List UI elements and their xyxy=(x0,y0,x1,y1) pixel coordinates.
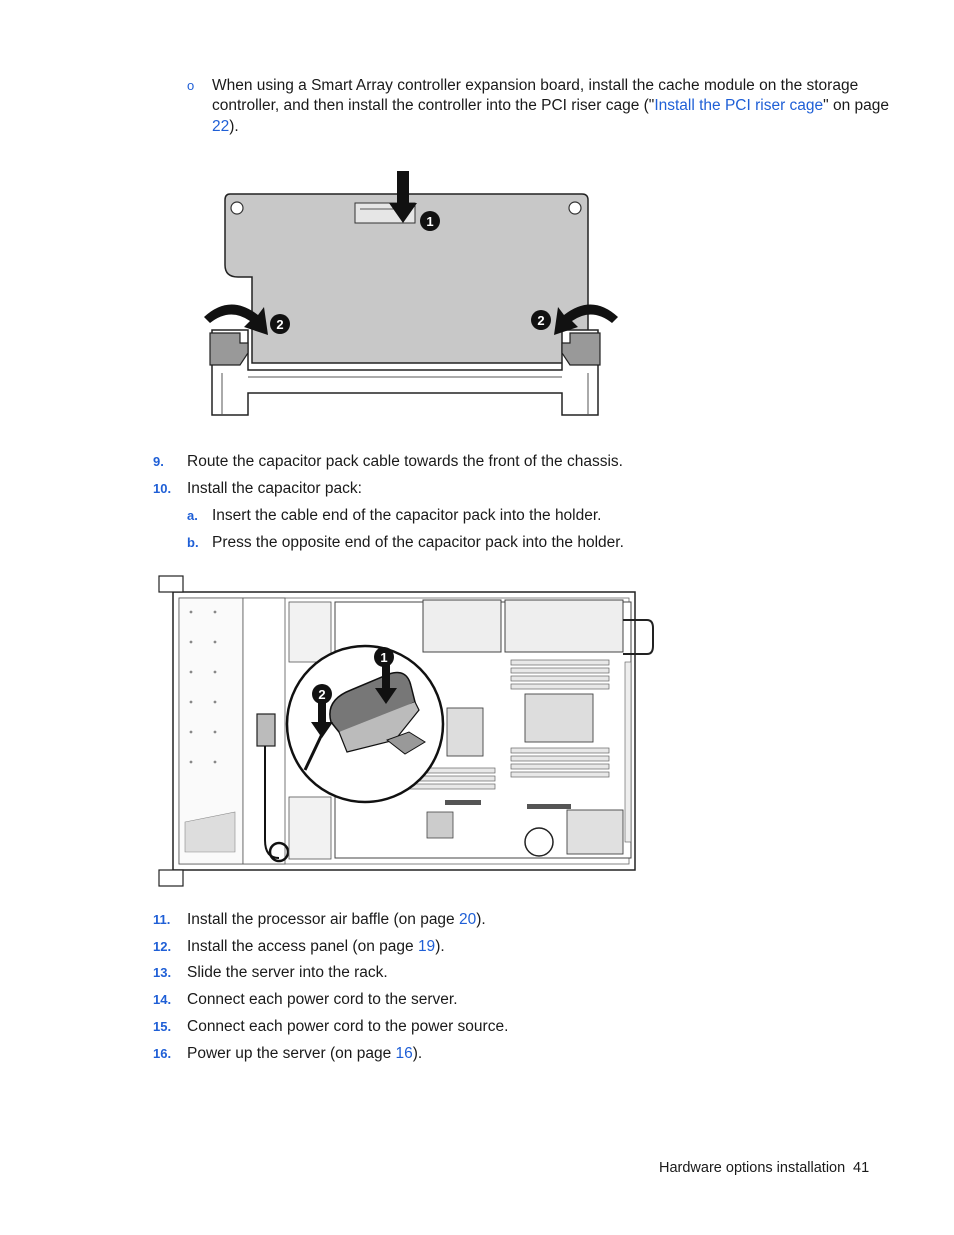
callout-2-icon xyxy=(531,310,551,330)
intro-line-2-text: controller, and then install the control… xyxy=(212,97,655,114)
step-number: 12. xyxy=(153,939,172,954)
step-text-after: ). xyxy=(476,911,486,928)
riser-cage-frame xyxy=(211,329,599,416)
callout-2-icon xyxy=(270,314,290,334)
substep-letter: a. xyxy=(187,508,198,523)
rotate-arrow-right-icon xyxy=(554,304,618,335)
step-text: Slide the server into the rack. xyxy=(187,964,388,981)
step-number: 11. xyxy=(153,912,171,927)
figure-capacitor-pack-install: 1 2 xyxy=(158,575,654,887)
step-text: Install the capacitor pack: xyxy=(187,480,362,497)
step-number: 15. xyxy=(153,1019,172,1034)
callout-2-label: 2 xyxy=(276,317,283,332)
callout-1-label: 1 xyxy=(380,650,387,665)
processor-socket xyxy=(446,707,484,757)
down-arrow-icon xyxy=(375,660,397,704)
mount-hole xyxy=(568,201,582,215)
link-install-pci-riser-cage[interactable]: Install the PCI riser cage xyxy=(654,97,824,114)
intro-line-2: controller, and then install the control… xyxy=(212,96,889,116)
step-text-after: ). xyxy=(435,938,445,955)
step-text-after: ). xyxy=(412,1045,423,1062)
callout-1-label: 1 xyxy=(426,214,433,229)
substep-text: Press the opposite end of the capacitor … xyxy=(212,534,624,551)
link-page-22[interactable]: 22 xyxy=(212,118,230,135)
down-arrow-icon xyxy=(311,694,333,738)
link-page-20[interactable]: 20 xyxy=(458,911,477,928)
rack-ear xyxy=(158,575,184,593)
latch-left xyxy=(209,332,249,366)
step-number: 10. xyxy=(153,481,172,496)
footer-page-number: 41 xyxy=(853,1160,870,1176)
rack-ear xyxy=(158,869,184,887)
power-supply xyxy=(504,599,624,653)
latch-right xyxy=(561,332,601,366)
step-text: Connect each power cord to the server. xyxy=(187,991,458,1008)
callout-2-label: 2 xyxy=(537,313,544,328)
intro-line-3-suffix: ). xyxy=(229,118,239,135)
rotate-arrow-left-icon xyxy=(204,304,268,335)
step-text-before: Install the access panel (on page xyxy=(187,938,418,955)
down-arrow-icon xyxy=(389,171,417,223)
intro-line-2-suffix: " on page xyxy=(823,97,890,114)
intro-line-1: When using a Smart Array controller expa… xyxy=(212,77,859,94)
step-number: 9. xyxy=(153,454,164,469)
power-supply xyxy=(422,599,502,653)
step-number: 16. xyxy=(153,1046,172,1061)
capacitor-holder xyxy=(256,713,276,747)
callout-2-icon xyxy=(312,684,332,704)
processor-socket xyxy=(524,693,594,743)
step-text: Route the capacitor pack cable towards t… xyxy=(187,453,623,470)
callout-1-icon xyxy=(374,647,394,667)
link-page-16[interactable]: 16 xyxy=(395,1045,413,1062)
link-page-19[interactable]: 19 xyxy=(417,938,436,955)
controller-board xyxy=(224,193,589,364)
bullet-marker: o xyxy=(187,78,195,93)
step-text-before: Install the processor air baffle (on pag… xyxy=(187,911,459,928)
psu-handle xyxy=(623,619,654,655)
step-text: Install the processor air baffle (on pag… xyxy=(187,910,486,930)
figure-controller-install: 1 2 2 xyxy=(204,171,618,416)
substep-text: Insert the cable end of the capacitor pa… xyxy=(212,507,602,524)
substep-letter: b. xyxy=(187,535,199,550)
footer-section-title: Hardware options installation xyxy=(659,1160,846,1176)
step-text: Connect each power cord to the power sou… xyxy=(187,1018,509,1035)
step-text: Power up the server (on page 16). xyxy=(187,1044,422,1064)
step-text-before: Power up the server (on page xyxy=(187,1045,396,1062)
step-number: 14. xyxy=(153,992,172,1007)
step-text: Install the access panel (on page 19). xyxy=(187,937,445,957)
callout-1-icon xyxy=(420,211,440,231)
intro-line-3: 22). xyxy=(212,117,239,137)
step-number: 13. xyxy=(153,965,172,980)
callout-2-label: 2 xyxy=(318,687,325,702)
mount-hole xyxy=(230,201,244,215)
